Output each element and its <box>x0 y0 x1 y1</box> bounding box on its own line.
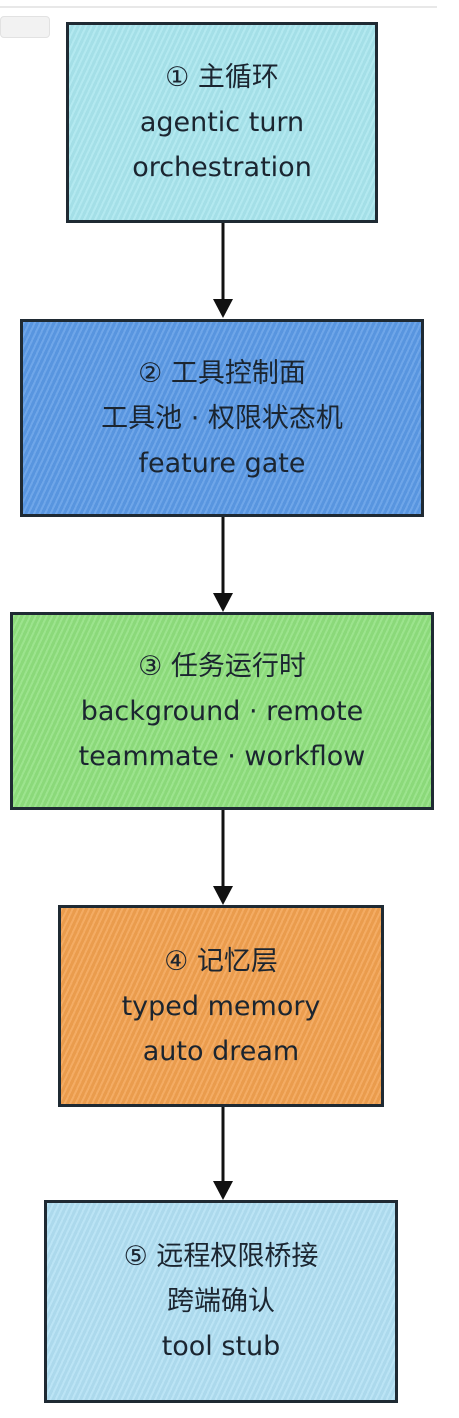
arrow-2-to-3 <box>211 517 235 614</box>
arrow-1-to-2 <box>211 223 235 320</box>
box-memory-layer-line-3: auto dream <box>142 1035 300 1067</box>
box-memory-layer: ④ 记忆层 typed memory auto dream <box>58 905 384 1107</box>
box-task-runtime: ③ 任务运行时 background · remote teammate · w… <box>10 612 434 810</box>
box-main-loop: ① 主循环 agentic turn orchestration <box>66 22 378 223</box>
box-task-runtime-title: ③ 任务运行时 <box>138 650 306 682</box>
box-tool-control-title: ② 工具控制面 <box>138 357 306 389</box>
corner-badge <box>0 16 50 38</box>
box-main-loop-line-3: orchestration <box>132 152 312 183</box>
box-remote-bridge-line-2: 跨端确认 <box>167 1286 275 1317</box>
box-memory-layer-line-2: typed memory <box>121 990 321 1022</box>
box-tool-control-line-3: feature gate <box>138 447 306 479</box>
box-remote-bridge-line-3: tool stub <box>161 1331 281 1362</box>
box-task-runtime-line-3: teammate · workflow <box>78 740 366 772</box>
box-memory-layer-title: ④ 记忆层 <box>164 945 278 977</box>
box-task-runtime-line-2: background · remote <box>80 695 364 727</box>
box-main-loop-line-2: agentic turn <box>139 107 305 138</box>
box-tool-control: ② 工具控制面 工具池 · 权限状态机 feature gate <box>20 319 424 517</box>
box-remote-bridge: ⑤ 远程权限桥接 跨端确认 tool stub <box>44 1200 398 1403</box>
arrow-3-to-4 <box>211 810 235 907</box>
top-divider <box>0 6 437 8</box>
box-main-loop-title: ① 主循环 <box>165 62 279 93</box>
box-remote-bridge-title: ⑤ 远程权限桥接 <box>123 1241 319 1272</box>
arrow-4-to-5 <box>211 1107 235 1202</box>
box-tool-control-line-2: 工具池 · 权限状态机 <box>101 402 343 434</box>
